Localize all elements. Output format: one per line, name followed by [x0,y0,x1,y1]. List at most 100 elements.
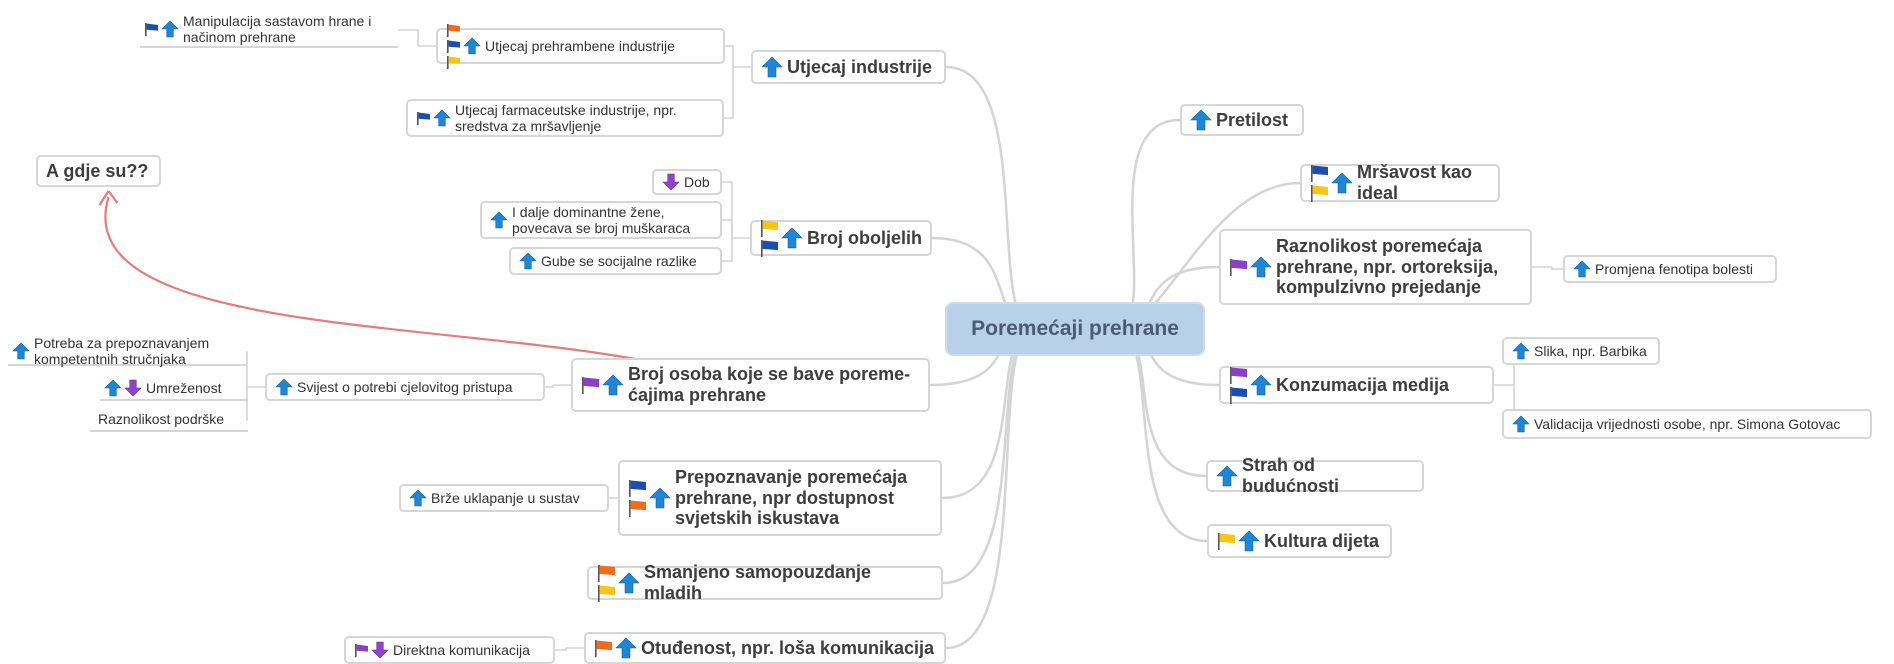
sub-branch-line [724,67,734,119]
arrow-up-icon [104,379,122,397]
topic-label: Broj osoba koje se bave poreme- ćajima p… [628,364,911,405]
subtopic-zene[interactable]: I dalje dominantne žene, povecava se bro… [480,201,722,239]
flag-stack [628,479,647,517]
subtopic-label: Svijest o potrebi cjelovitog pristupa [297,378,513,395]
subtopic-manipulacija[interactable]: Manipulacija sastavom hrane i načinom pr… [140,12,398,48]
topic-label: Pretilost [1216,109,1289,130]
flag-purple-icon [354,643,369,657]
flag-yellow-icon [760,219,779,237]
root-topic-label: Poremećaji prehrane [971,316,1179,340]
subtopic-label: Utjecaj farmaceutske industrije, npr. sr… [455,101,677,134]
subtopic-umrezenost[interactable]: Umreženost [100,377,248,401]
topic-label: Strah od budućnosti [1242,455,1339,496]
topic-label: Otuđenost, npr. loša komunikacija [641,637,935,658]
arrow-up-icon [409,489,427,507]
arrow-up-icon [1250,256,1272,278]
sub-branch-line [398,29,419,46]
subtopic-svijest[interactable]: Svijest o potrebi cjelovitog pristupa [265,373,545,401]
sub-branch-line [722,219,733,238]
subtopic-label: Validacija vrijednosti osobe, npr. Simon… [1534,415,1841,432]
topic-kultura[interactable]: Kultura dijeta [1207,524,1392,558]
arrow-down-icon [124,379,142,397]
flag-orange-icon [446,23,461,37]
subtopic-potreba[interactable]: Potreba za prepoznavanjem kompetentnih s… [8,334,246,367]
topic-prepoznavanje[interactable]: Prepoznavanje poremećaja prehrane, npr d… [618,460,942,536]
topic-broj-osoba[interactable]: Broj osoba koje se bave poreme- ćajima p… [571,358,930,412]
sub-branch-line [725,45,734,67]
subtopic-prehrambena[interactable]: Utjecaj prehrambene industrije [436,24,725,69]
topic-utjecaj-industrije[interactable]: Utjecaj industrije [751,50,946,84]
arrow-up-icon [275,378,293,396]
subtopic-label: Utjecaj prehrambene industrije [485,37,675,54]
flag-stack [446,23,461,69]
topic-label: Prepoznavanje poremećaja prehrane, npr d… [675,466,908,529]
subtopic-socijalne[interactable]: Gube se socijalne razlike [509,247,722,275]
subtopic-label: Direktna komunikacija [393,641,530,658]
topic-broj-oboljelih[interactable]: Broj oboljelih [750,219,932,257]
topic-label: Utjecaj industrije [787,56,933,77]
arrow-up-icon [1216,465,1238,487]
topic-strah[interactable]: Strah od budućnosti [1206,455,1424,496]
floating-topic[interactable]: A gdje su?? [36,155,161,187]
flag-yellow-icon [597,584,616,602]
subtopic-label: Dob [684,173,710,190]
arrow-down-icon [371,641,389,659]
arrow-up-icon [761,56,783,78]
flag-blue-icon [416,111,431,125]
arrow-up-icon [1190,109,1212,131]
arrow-up-icon [649,487,671,509]
topic-label: Mršavost kao ideal [1357,162,1473,203]
subtopic-fenotip[interactable]: Promjena fenotipa bolesti [1563,255,1777,283]
branch-line [1114,118,1181,331]
subtopic-label: Promjena fenotipa bolesti [1595,260,1753,277]
subtopic-direktna[interactable]: Direktna komunikacija [344,636,555,664]
flag-blue-icon [446,39,461,53]
subtopic-podrska[interactable]: Raznolikost podrške [90,408,248,432]
arrow-up-icon [1512,415,1530,433]
arrow-up-icon [463,37,481,55]
topic-otudenost[interactable]: Otuđenost, npr. loša komunikacija [584,632,946,664]
topic-pretilost[interactable]: Pretilost [1180,104,1304,136]
arrow-up-icon [433,109,451,127]
root-topic[interactable]: Poremećaji prehrane [945,302,1205,356]
arrow-up-icon [602,374,624,396]
topic-label: Kultura dijeta [1264,530,1380,551]
subtopic-dob[interactable]: Dob [652,169,722,195]
subtopic-label: Brže uklapanje u sustav [431,489,580,506]
flag-yellow-icon [1217,532,1236,550]
subtopic-label: I dalje dominantne žene, povecava se bro… [512,203,691,236]
flag-orange-icon [594,639,613,657]
subtopic-uklapanje[interactable]: Brže uklapanje u sustav [399,484,609,512]
flag-blue-icon [144,22,159,36]
flag-stack [597,564,616,602]
topic-mediji[interactable]: Konzumacija medija [1219,366,1494,404]
subtopic-label: Potreba za prepoznavanjem kompetentnih s… [34,334,210,367]
sub-branch-line [722,181,733,238]
subtopic-label: Gube se socijalne razlike [541,252,697,269]
topic-label: Smanjeno samopouzdanje mladih [644,562,872,603]
arrow-up-icon [1512,342,1530,360]
topic-label: Raznolikost poremećaja prehrane, npr. or… [1276,235,1499,298]
topic-mrsavost[interactable]: Mršavost kao ideal [1300,162,1500,203]
subtopic-barbika[interactable]: Slika, npr. Barbika [1502,337,1660,365]
arrow-up-icon [1573,260,1591,278]
flag-stack [1229,366,1248,404]
subtopic-label: Raznolikost podrške [98,410,225,427]
topic-raznolikost[interactable]: Raznolikost poremećaja prehrane, npr. or… [1219,229,1532,305]
arrow-down-icon [662,173,680,191]
subtopic-validacija[interactable]: Validacija vrijednosti osobe, npr. Simon… [1502,409,1872,439]
arrow-up-icon [615,637,637,659]
flag-yellow-icon [446,55,461,69]
arrow-up-icon [490,211,508,229]
topic-samopouzdanje[interactable]: Smanjeno samopouzdanje mladih [587,562,943,603]
arrow-up-icon [12,342,30,360]
sub-branch-line [722,238,733,262]
arrow-up-icon [618,572,640,594]
sub-branch-line [246,351,248,387]
subtopic-farmaceutska[interactable]: Utjecaj farmaceutske industrije, npr. sr… [406,99,724,137]
flag-yellow-icon [1310,184,1329,202]
flag-purple-icon [581,376,600,394]
branch-line [945,327,1036,650]
relationship-line [104,196,642,362]
